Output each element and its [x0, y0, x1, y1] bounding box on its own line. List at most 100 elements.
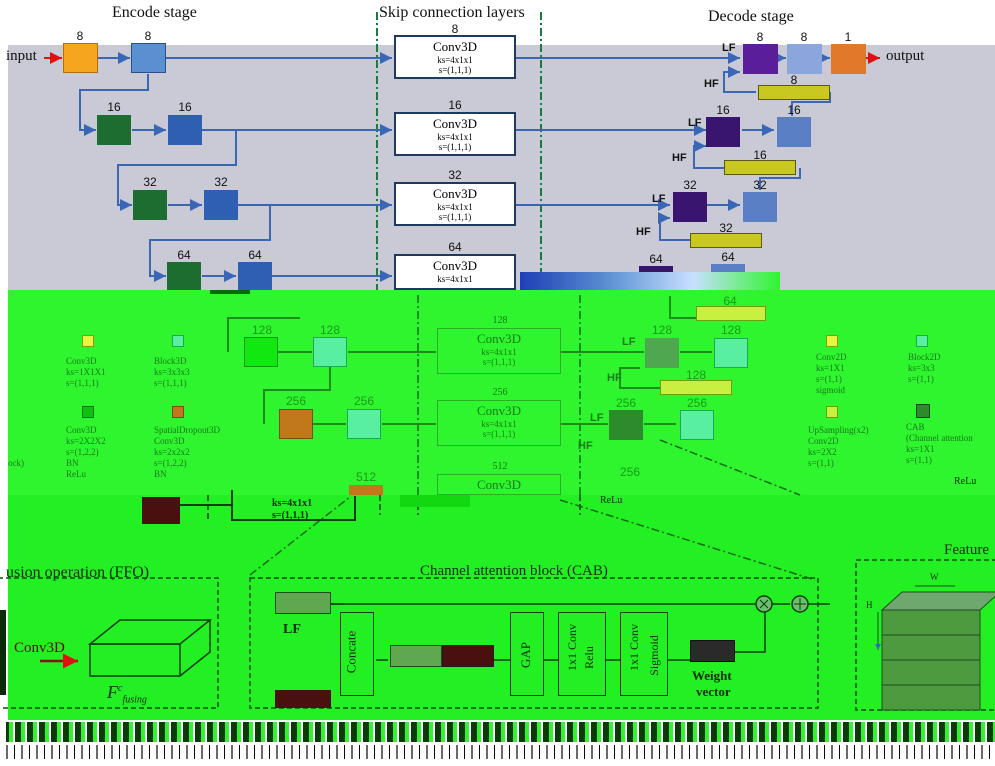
decoder-num-3b: 32	[753, 178, 767, 192]
ffo-fusing-sub: fusing	[122, 694, 147, 706]
legend-conv2d-swatch	[826, 335, 838, 347]
legend-block2d-swatch	[916, 335, 928, 347]
cab-gap-label: GAP	[518, 641, 534, 669]
decoder-block-2b	[777, 117, 811, 147]
encoder-num-3a: 32	[143, 175, 157, 189]
encoder-block-6b	[347, 409, 381, 439]
cab-concat-tensor	[390, 645, 442, 667]
decoder-lf-5: LF	[622, 336, 636, 348]
decoder-block-5b	[714, 338, 748, 368]
cab-hf-tensor	[275, 690, 331, 708]
legend-line: sigmoid	[816, 385, 846, 395]
legend-line: ks=3x3x3	[154, 367, 190, 377]
encoder-block-5b	[313, 337, 347, 367]
skip-block-1: Conv3D ks=4x1x1 s=(1,1,1)	[394, 35, 516, 79]
cab-conv1-box	[558, 612, 606, 696]
legend-line: ks=1X1	[906, 444, 935, 454]
decoder-block-6a	[609, 410, 643, 440]
encoder-block-2b	[168, 115, 202, 145]
legend-line: s=(1,1)	[808, 458, 834, 468]
noise-strip-bar	[6, 722, 995, 742]
legend-line: s=(1,2,2)	[154, 458, 187, 468]
skip-block-7: 512 Conv3D	[437, 461, 561, 495]
skip-block-s: s=(1,1,1)	[482, 357, 516, 367]
skip-block-3: Conv3D ks=4x1x1 s=(1,1,1)	[394, 182, 516, 226]
ffo-input-bar	[0, 610, 6, 695]
legend-line: Block2D	[908, 352, 941, 362]
glitch-bar-2	[210, 290, 250, 294]
cab-weight-vector	[690, 640, 735, 662]
legend-block3d: Block3D ks=3x3x3 s=(1,1,1)	[154, 356, 190, 389]
cab-concate-box	[340, 612, 374, 696]
legend-spatial-dropout-swatch	[172, 406, 184, 418]
skip-block-title: Conv3D	[432, 39, 478, 54]
legend-line: UpSampling(x2)	[808, 425, 869, 435]
legend-line: (Channel attention	[906, 433, 973, 443]
slate-band	[8, 45, 995, 290]
strip-relu-left: ReLu	[600, 495, 623, 506]
legend-conv2d: Conv2D ks=1X1 s=(1,1) sigmoid	[816, 352, 847, 396]
legend-line: Conv2D	[808, 436, 839, 446]
decoder-bar-num-5: 128	[685, 368, 707, 382]
output-label: output	[886, 48, 925, 64]
legend-conv3d: Conv3D ks=1X1X1 s=(1,1,1)	[66, 356, 106, 389]
skip-block-2: Conv3D ks=4x1x1 s=(1,1,1)	[394, 112, 516, 156]
cab-vector-label: vector	[696, 684, 731, 699]
skip-block-ks: ks=4x1x1	[437, 202, 473, 212]
decoder-block-5a	[645, 338, 679, 368]
strip-relu-right: ReLu	[954, 476, 977, 487]
skip-block-ks: ks=4x1x1	[437, 274, 473, 284]
cab-concate-label: Concate	[343, 630, 359, 674]
encoder-block-1b	[131, 43, 166, 73]
encoder-block-3b	[204, 190, 238, 220]
legend-line: ks=3x3	[908, 363, 935, 373]
cab-concat-tensor-dark	[442, 645, 494, 667]
legend-cab: CAB (Channel attention ks=1X1 s=(1,1)	[906, 422, 973, 466]
skip-block-title: Conv3D	[476, 477, 522, 492]
feature-title: Feature	[944, 542, 989, 558]
decode-stage-title: Decode stage	[708, 8, 794, 25]
skip-num-2: 16	[448, 98, 462, 112]
decoder-hf-6: HF	[578, 440, 593, 452]
decoder-lf-2: LF	[688, 117, 702, 129]
skip-block-title: Conv3D	[476, 403, 522, 418]
skip-num-4: 64	[448, 240, 462, 254]
decoder-num-top-2: 8	[800, 30, 808, 44]
skip-block-6: 256 Conv3D ks=4x1x1 s=(1,1,1)	[437, 387, 561, 446]
cab-gap-box	[510, 612, 544, 696]
legend-line: ks=1X1	[816, 363, 845, 373]
encoder-block-6a	[279, 409, 313, 439]
decoder-lf-3: LF	[652, 193, 666, 205]
glitch-bar-1	[520, 272, 780, 290]
cab-conv1-act: Relu	[581, 646, 596, 669]
decoder-bar-1	[758, 85, 830, 100]
legend-line: BN	[154, 469, 167, 479]
legend-line: ks=2X2X2	[66, 436, 106, 446]
strip-s: s=(1,1,1)	[272, 510, 309, 521]
skip-connection-title: Skip connection layers	[379, 4, 525, 21]
skip-block-ks: ks=4x1x1	[481, 419, 517, 429]
legend-conv3d-swatch	[82, 335, 94, 347]
legend-line: s=(1,1,1)	[154, 378, 187, 388]
ffo-fusing-label: Fcfusing	[107, 682, 147, 706]
cab-conv1-label: 1x1 Conv	[565, 623, 580, 672]
decoder-block-top-1	[743, 44, 778, 74]
skip-block-s: s=(1,1,1)	[438, 142, 472, 152]
decoder-block-2a	[706, 117, 740, 147]
encoder-num-5b: 128	[319, 323, 341, 337]
legend-block2d: Block2D ks=3x3 s=(1,1)	[908, 352, 941, 385]
encode-stage-title: Encode stage	[112, 4, 197, 21]
encoder-num-3b: 32	[214, 175, 228, 189]
decoder-bar-5	[660, 380, 732, 395]
decoder-block-top-2	[787, 44, 822, 74]
skip-num-6: 256	[492, 387, 508, 398]
decoder-block-6b	[680, 410, 714, 440]
legend-line: CAB	[906, 422, 925, 432]
decoder-bar-3	[690, 233, 762, 248]
skip-block-title: Conv3D	[432, 258, 478, 273]
decoder-num-5a: 128	[651, 323, 673, 337]
skip-num-3: 32	[448, 168, 462, 182]
legend-spatial-dropout: SpatialDropout3D Conv3D ks=2x2x2 s=(1,2,…	[154, 425, 220, 480]
skip-block-ks: ks=4x1x1	[481, 347, 517, 357]
encoder-num-4a: 64	[177, 248, 191, 262]
